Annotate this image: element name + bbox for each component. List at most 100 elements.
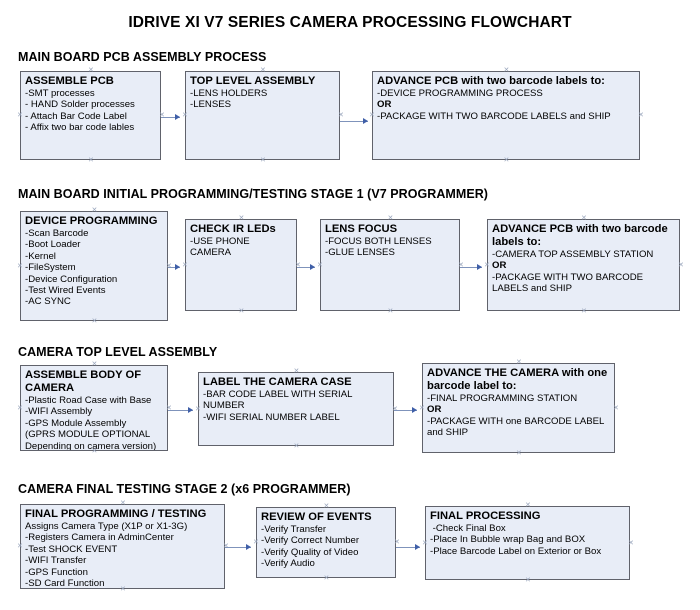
connection-handle-icon[interactable]: ✕ — [503, 157, 510, 164]
node-top-level-assembly[interactable]: TOP LEVEL ASSEMBLY-LENS HOLDERS-LENSES — [185, 71, 340, 160]
node-device-programming[interactable]: DEVICE PROGRAMMING-Scan Barcode-Boot Loa… — [20, 211, 168, 321]
node-line: -GPS Function — [25, 566, 88, 578]
connection-handle-icon[interactable]: ✕ — [166, 404, 172, 412]
connection-handle-icon[interactable]: ✕ — [419, 404, 425, 412]
node-review-of-events[interactable]: REVIEW OF EVENTS-Verify Transfer-Verify … — [256, 507, 396, 578]
connection-handle-icon[interactable]: ✕ — [91, 318, 98, 325]
node-assemble-pcb[interactable]: ASSEMBLE PCB-SMT processes- HAND Solder … — [20, 71, 161, 160]
connection-handle-icon[interactable]: ✕ — [166, 262, 172, 270]
node-final-processing[interactable]: FINAL PROCESSING -Check Final Box-Place … — [425, 506, 630, 580]
connection-handle-icon[interactable]: ✕ — [458, 261, 464, 269]
connection-handle-icon[interactable]: ✕ — [17, 262, 23, 270]
connection-handle-icon[interactable]: ✕ — [238, 215, 245, 222]
connection-handle-icon[interactable]: ✕ — [387, 308, 394, 315]
connector-line[interactable] — [168, 267, 180, 268]
node-advance-the-camera-with-one-barcode-label-to[interactable]: ADVANCE THE CAMERA with one barcode labe… — [422, 363, 615, 453]
connection-handle-icon[interactable]: ✕ — [17, 404, 23, 412]
section-heading-camera-top-level-assembly: CAMERA TOP LEVEL ASSEMBLY — [18, 345, 218, 359]
connector-line[interactable] — [340, 121, 368, 122]
connection-handle-icon[interactable]: ✕ — [195, 405, 201, 413]
connection-handle-icon[interactable]: ✕ — [159, 112, 165, 119]
connection-handle-icon[interactable]: ✕ — [182, 112, 188, 119]
node-line: -PACKAGE WITH TWO BARCODE LABELS and SHI… — [377, 110, 611, 122]
connection-handle-icon[interactable]: ✕ — [678, 261, 684, 269]
connection-handle-icon[interactable]: ✕ — [295, 261, 301, 269]
connection-handle-icon[interactable]: ✕ — [422, 539, 428, 547]
connector-line[interactable] — [394, 410, 417, 411]
connector-line[interactable] — [161, 117, 180, 118]
connection-handle-icon[interactable]: ✕ — [17, 112, 23, 119]
connection-handle-icon[interactable]: ✕ — [613, 404, 619, 412]
node-title: TOP LEVEL ASSEMBLY — [190, 75, 316, 87]
node-line: - HAND Solder processes — [25, 99, 135, 111]
connection-handle-icon[interactable]: ✕ — [503, 67, 510, 74]
connection-handle-icon[interactable]: ✕ — [581, 215, 587, 222]
connector-line[interactable] — [396, 547, 420, 548]
connector-line[interactable] — [225, 547, 251, 548]
connection-handle-icon[interactable]: ✕ — [88, 67, 94, 74]
connection-handle-icon[interactable]: ✕ — [394, 539, 400, 546]
connection-handle-icon[interactable]: ✕ — [392, 405, 398, 413]
connection-handle-icon[interactable]: ✕ — [260, 67, 266, 74]
connection-handle-icon[interactable]: ✕ — [293, 443, 300, 450]
node-line: -GLUE LENSES — [325, 247, 395, 259]
connection-handle-icon[interactable]: ✕ — [484, 261, 490, 269]
node-advance-pcb-with-two-barcode-labels-to[interactable]: ADVANCE PCB with two barcode labels to:-… — [372, 71, 640, 160]
connection-handle-icon[interactable]: ✕ — [91, 207, 98, 214]
connection-handle-icon[interactable]: ✕ — [182, 261, 188, 269]
node-line: -Verify Correct Number — [261, 535, 360, 547]
node-label-the-camera-case[interactable]: LABEL THE CAMERA CASE-BAR CODE LABEL WIT… — [198, 372, 394, 446]
connection-handle-icon[interactable]: ✕ — [323, 503, 330, 510]
node-title: CHECK IR LEDs — [190, 223, 276, 235]
connection-handle-icon[interactable]: ✕ — [369, 112, 375, 119]
connection-handle-icon[interactable]: ✕ — [17, 543, 23, 550]
node-title: ADVANCE PCB with two barcode labels to: — [377, 75, 605, 87]
connection-handle-icon[interactable]: ✕ — [525, 577, 531, 584]
connection-handle-icon[interactable]: ✕ — [91, 361, 98, 368]
connector-line[interactable] — [460, 267, 482, 268]
node-line: -Place In Bubble wrap Bag and BOX — [430, 534, 586, 546]
connection-handle-icon[interactable]: ✕ — [238, 308, 245, 315]
connection-handle-icon[interactable]: ✕ — [516, 359, 522, 366]
connection-handle-icon[interactable]: ✕ — [628, 539, 634, 547]
connection-handle-icon[interactable]: ✕ — [338, 112, 344, 119]
connector-line[interactable] — [168, 410, 193, 411]
node-line: - Affix two bar code lables — [25, 122, 135, 134]
node-title: ADVANCE THE CAMERA with one barcode labe… — [427, 367, 611, 392]
connection-handle-icon[interactable]: ✕ — [638, 112, 644, 119]
connection-handle-icon[interactable]: ✕ — [120, 586, 126, 593]
section-heading-main-board-pcb-assembly-process: MAIN BOARD PCB ASSEMBLY PROCESS — [18, 50, 267, 64]
connector-line[interactable] — [297, 267, 315, 268]
connection-handle-icon[interactable]: ✕ — [387, 215, 394, 222]
node-advance-pcb-with-two-barcode-labels-to[interactable]: ADVANCE PCB with two barcode labels to:-… — [487, 219, 680, 311]
node-line: -Device Configuration — [25, 273, 118, 285]
connection-handle-icon[interactable]: ✕ — [581, 308, 587, 315]
arrowhead-icon — [310, 264, 315, 270]
node-line: -CAMERA TOP ASSEMBLY STATION — [492, 249, 654, 260]
arrowhead-icon — [175, 264, 180, 270]
connection-handle-icon[interactable]: ✕ — [293, 368, 300, 375]
connection-handle-icon[interactable]: ✕ — [120, 500, 126, 507]
node-assemble-body-of-camera[interactable]: ASSEMBLE BODY OF CAMERA-Plastic Road Cas… — [20, 365, 168, 451]
connection-handle-icon[interactable]: ✕ — [91, 448, 98, 455]
node-line: -WIFI Assembly — [25, 406, 93, 418]
node-line: -Registers Camera in AdminCenter — [25, 532, 174, 544]
connection-handle-icon[interactable]: ✕ — [525, 502, 531, 509]
node-title: ASSEMBLE PCB — [25, 75, 114, 87]
node-line: -LENS HOLDERS — [190, 88, 268, 99]
connection-handle-icon[interactable]: ✕ — [253, 539, 259, 546]
node-check-ir-leds[interactable]: CHECK IR LEDs-USE PHONE CAMERA — [185, 219, 297, 311]
connection-handle-icon[interactable]: ✕ — [323, 575, 330, 582]
connection-handle-icon[interactable]: ✕ — [516, 450, 522, 457]
node-lens-focus[interactable]: LENS FOCUS-FOCUS BOTH LENSES-GLUE LENSES — [320, 219, 460, 311]
connection-handle-icon[interactable]: ✕ — [223, 543, 229, 550]
node-title: FINAL PROGRAMMING / TESTING — [25, 508, 207, 520]
node-line: -Verify Audio — [261, 558, 315, 570]
connection-handle-icon[interactable]: ✕ — [88, 157, 94, 164]
node-line: -Scan Barcode — [25, 228, 89, 239]
node-line: Assigns Camera Type (X1P or X1-3G) — [25, 521, 188, 532]
connection-handle-icon[interactable]: ✕ — [317, 261, 323, 269]
node-line: -DEVICE PROGRAMMING PROCESS — [377, 88, 543, 99]
connection-handle-icon[interactable]: ✕ — [260, 157, 266, 164]
